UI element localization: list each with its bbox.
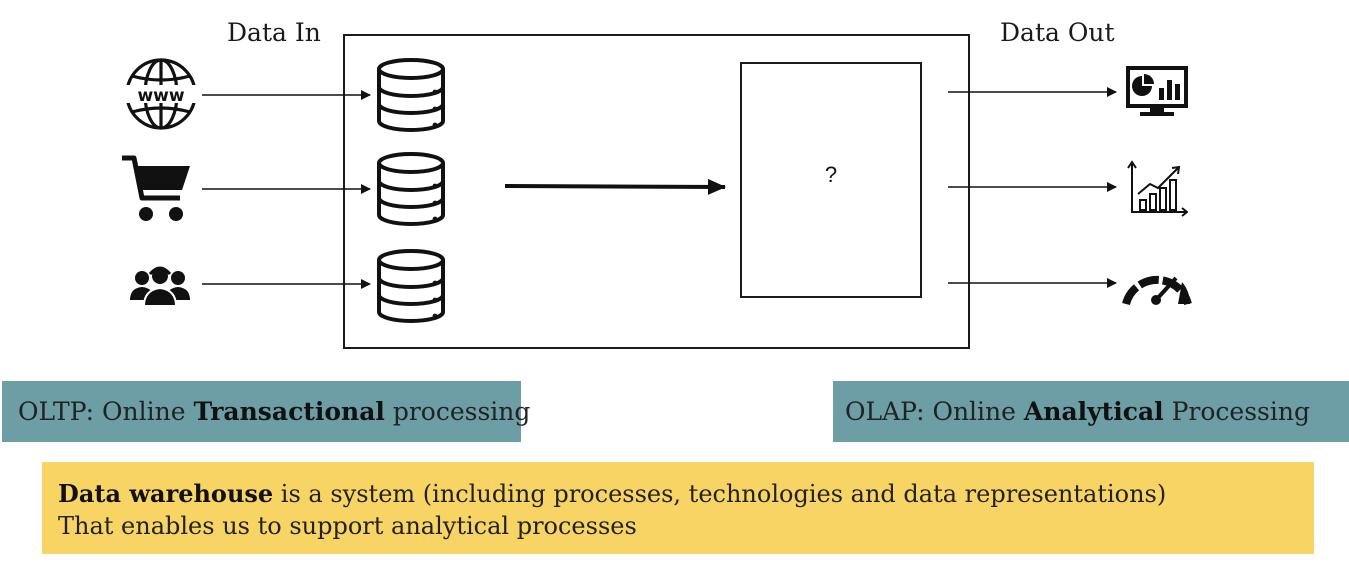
speedometer-icon	[1120, 258, 1194, 308]
oltp-prefix: OLTP: Online	[18, 397, 194, 426]
database-icon	[375, 151, 447, 227]
definition-line-1-text: is a system (including processes, techno…	[273, 480, 1167, 508]
shopping-cart-icon	[120, 154, 192, 224]
system-boundary-box	[343, 34, 970, 349]
database-icon	[375, 248, 447, 324]
svg-text:www: www	[137, 86, 184, 106]
oltp-bold: Transactional	[193, 397, 385, 426]
data-out-label: Data Out	[1000, 18, 1115, 47]
dashboard-monitor-icon	[1126, 66, 1188, 118]
www-globe-icon: www	[123, 56, 199, 132]
growth-chart-icon	[1126, 160, 1188, 218]
definition-line-1: Data warehouse is a system (including pr…	[58, 478, 1314, 510]
olap-prefix: OLAP: Online	[845, 397, 1024, 426]
definition-term: Data warehouse	[58, 479, 274, 508]
users-group-icon	[128, 262, 192, 308]
data-warehouse-definition: Data warehouse is a system (including pr…	[42, 462, 1314, 554]
olap-bold: Analytical	[1023, 397, 1164, 426]
oltp-banner: OLTP: Online Transactional processing	[2, 381, 530, 442]
olap-suffix: Processing	[1163, 397, 1310, 426]
unknown-label: ?	[824, 162, 838, 187]
data-in-label: Data In	[227, 18, 321, 47]
oltp-suffix: processing	[384, 397, 531, 426]
olap-banner: OLAP: Online Analytical Processing	[833, 381, 1349, 442]
unknown-process-box: ?	[740, 62, 922, 298]
definition-line-2: That enables us to support analytical pr…	[58, 512, 637, 540]
arrow-db-to-process	[504, 178, 726, 195]
database-icon	[375, 57, 447, 133]
